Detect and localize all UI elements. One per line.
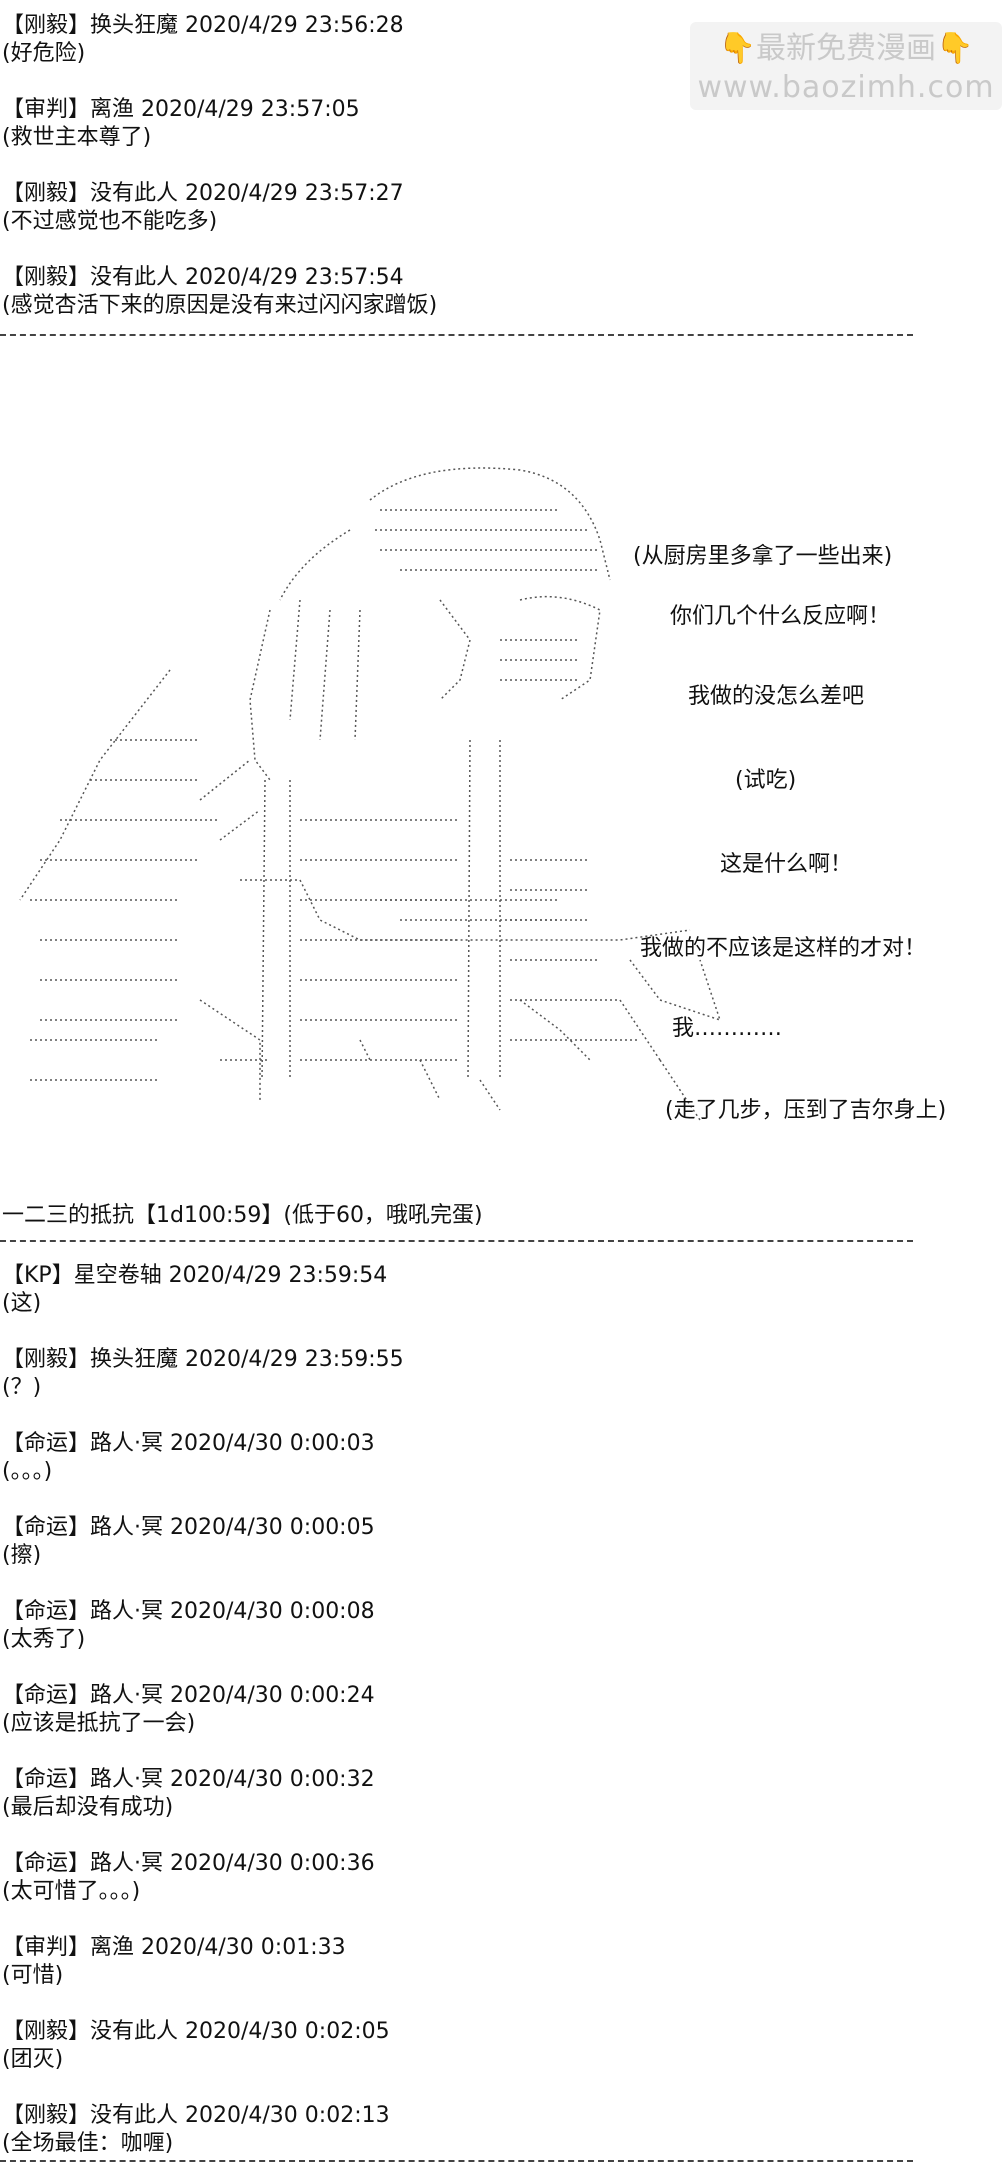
log-speaker: 【命运】路人·冥 2020/4/30 0:00:03 [2, 1431, 375, 1456]
log-text: (最后却没有成功) [2, 1795, 174, 1820]
log-text: (团灭) [2, 2047, 64, 2072]
divider [0, 334, 913, 336]
art-dialogue: (走了几步，压到了吉尔身上) [665, 1098, 947, 1123]
art-dialogue: 我做的不应该是这样的才对！ [640, 936, 927, 961]
log-speaker: 【刚毅】换头狂魔 2020/4/29 23:59:55 [2, 1347, 404, 1372]
log-text: (感觉杏活下来的原因是没有来过闪闪家蹭饭) [2, 293, 438, 318]
log-text: (好危险) [2, 41, 86, 66]
log-text: (太秀了) [2, 1627, 86, 1652]
pointing-down-icon: 👇 [718, 31, 756, 66]
log-speaker: 【刚毅】没有此人 2020/4/30 0:02:05 [2, 2019, 390, 2044]
log-speaker: 【审判】离渔 2020/4/29 23:57:05 [2, 97, 360, 122]
pointing-down-icon: 👇 [936, 31, 974, 66]
log-speaker: 【刚毅】换头狂魔 2020/4/29 23:56:28 [2, 13, 404, 38]
log-speaker: 【命运】路人·冥 2020/4/30 0:00:24 [2, 1683, 375, 1708]
log-speaker: 【刚毅】没有此人 2020/4/30 0:02:13 [2, 2103, 390, 2128]
divider [0, 2160, 913, 2162]
site-watermark: 👇最新免费漫画👇 www.baozimh.com [690, 22, 1002, 110]
art-dialogue: 我………… [672, 1016, 783, 1041]
art-dialogue: (试吃) [735, 768, 797, 793]
log-text: (应该是抵抗了一会) [2, 1711, 196, 1736]
log-text: (这) [2, 1291, 42, 1316]
log-speaker: 【命运】路人·冥 2020/4/30 0:00:08 [2, 1599, 375, 1624]
log-text: (？) [2, 1375, 42, 1400]
divider [0, 1240, 913, 1242]
ascii-art-illustration [19, 467, 722, 1121]
log-text: (救世主本尊了) [2, 125, 152, 150]
dice-roll-result: 一二三的抵抗【1d100:59】(低于60，哦吼完蛋) [2, 1203, 483, 1228]
log-text: (。。。) [2, 1459, 53, 1484]
art-dialogue: 这是什么啊！ [720, 852, 853, 877]
log-speaker: 【刚毅】没有此人 2020/4/29 23:57:54 [2, 265, 404, 290]
watermark-line1: 👇最新免费漫画👇 [690, 28, 1002, 70]
watermark-url: www.baozimh.com [697, 70, 995, 105]
log-text: (可惜) [2, 1963, 64, 1988]
log-speaker: 【刚毅】没有此人 2020/4/29 23:57:27 [2, 181, 404, 206]
art-dialogue: 我做的没怎么差吧 [688, 684, 865, 709]
log-speaker: 【KP】星空卷轴 2020/4/29 23:59:54 [2, 1263, 388, 1288]
art-dialogue: (从厨房里多拿了一些出来) [633, 544, 893, 569]
log-speaker: 【命运】路人·冥 2020/4/30 0:00:05 [2, 1515, 375, 1540]
log-text: (太可惜了。。。) [2, 1879, 141, 1904]
art-dialogue: 你们几个什么反应啊！ [670, 604, 891, 629]
log-text: (全场最佳：咖喱) [2, 2131, 174, 2156]
log-speaker: 【命运】路人·冥 2020/4/30 0:00:32 [2, 1767, 375, 1792]
log-text: (不过感觉也不能吃多) [2, 209, 218, 234]
log-speaker: 【命运】路人·冥 2020/4/30 0:00:36 [2, 1851, 375, 1876]
log-speaker: 【审判】离渔 2020/4/30 0:01:33 [2, 1935, 346, 1960]
watermark-title: 最新免费漫画 [756, 31, 936, 66]
log-text: (擦) [2, 1543, 42, 1568]
